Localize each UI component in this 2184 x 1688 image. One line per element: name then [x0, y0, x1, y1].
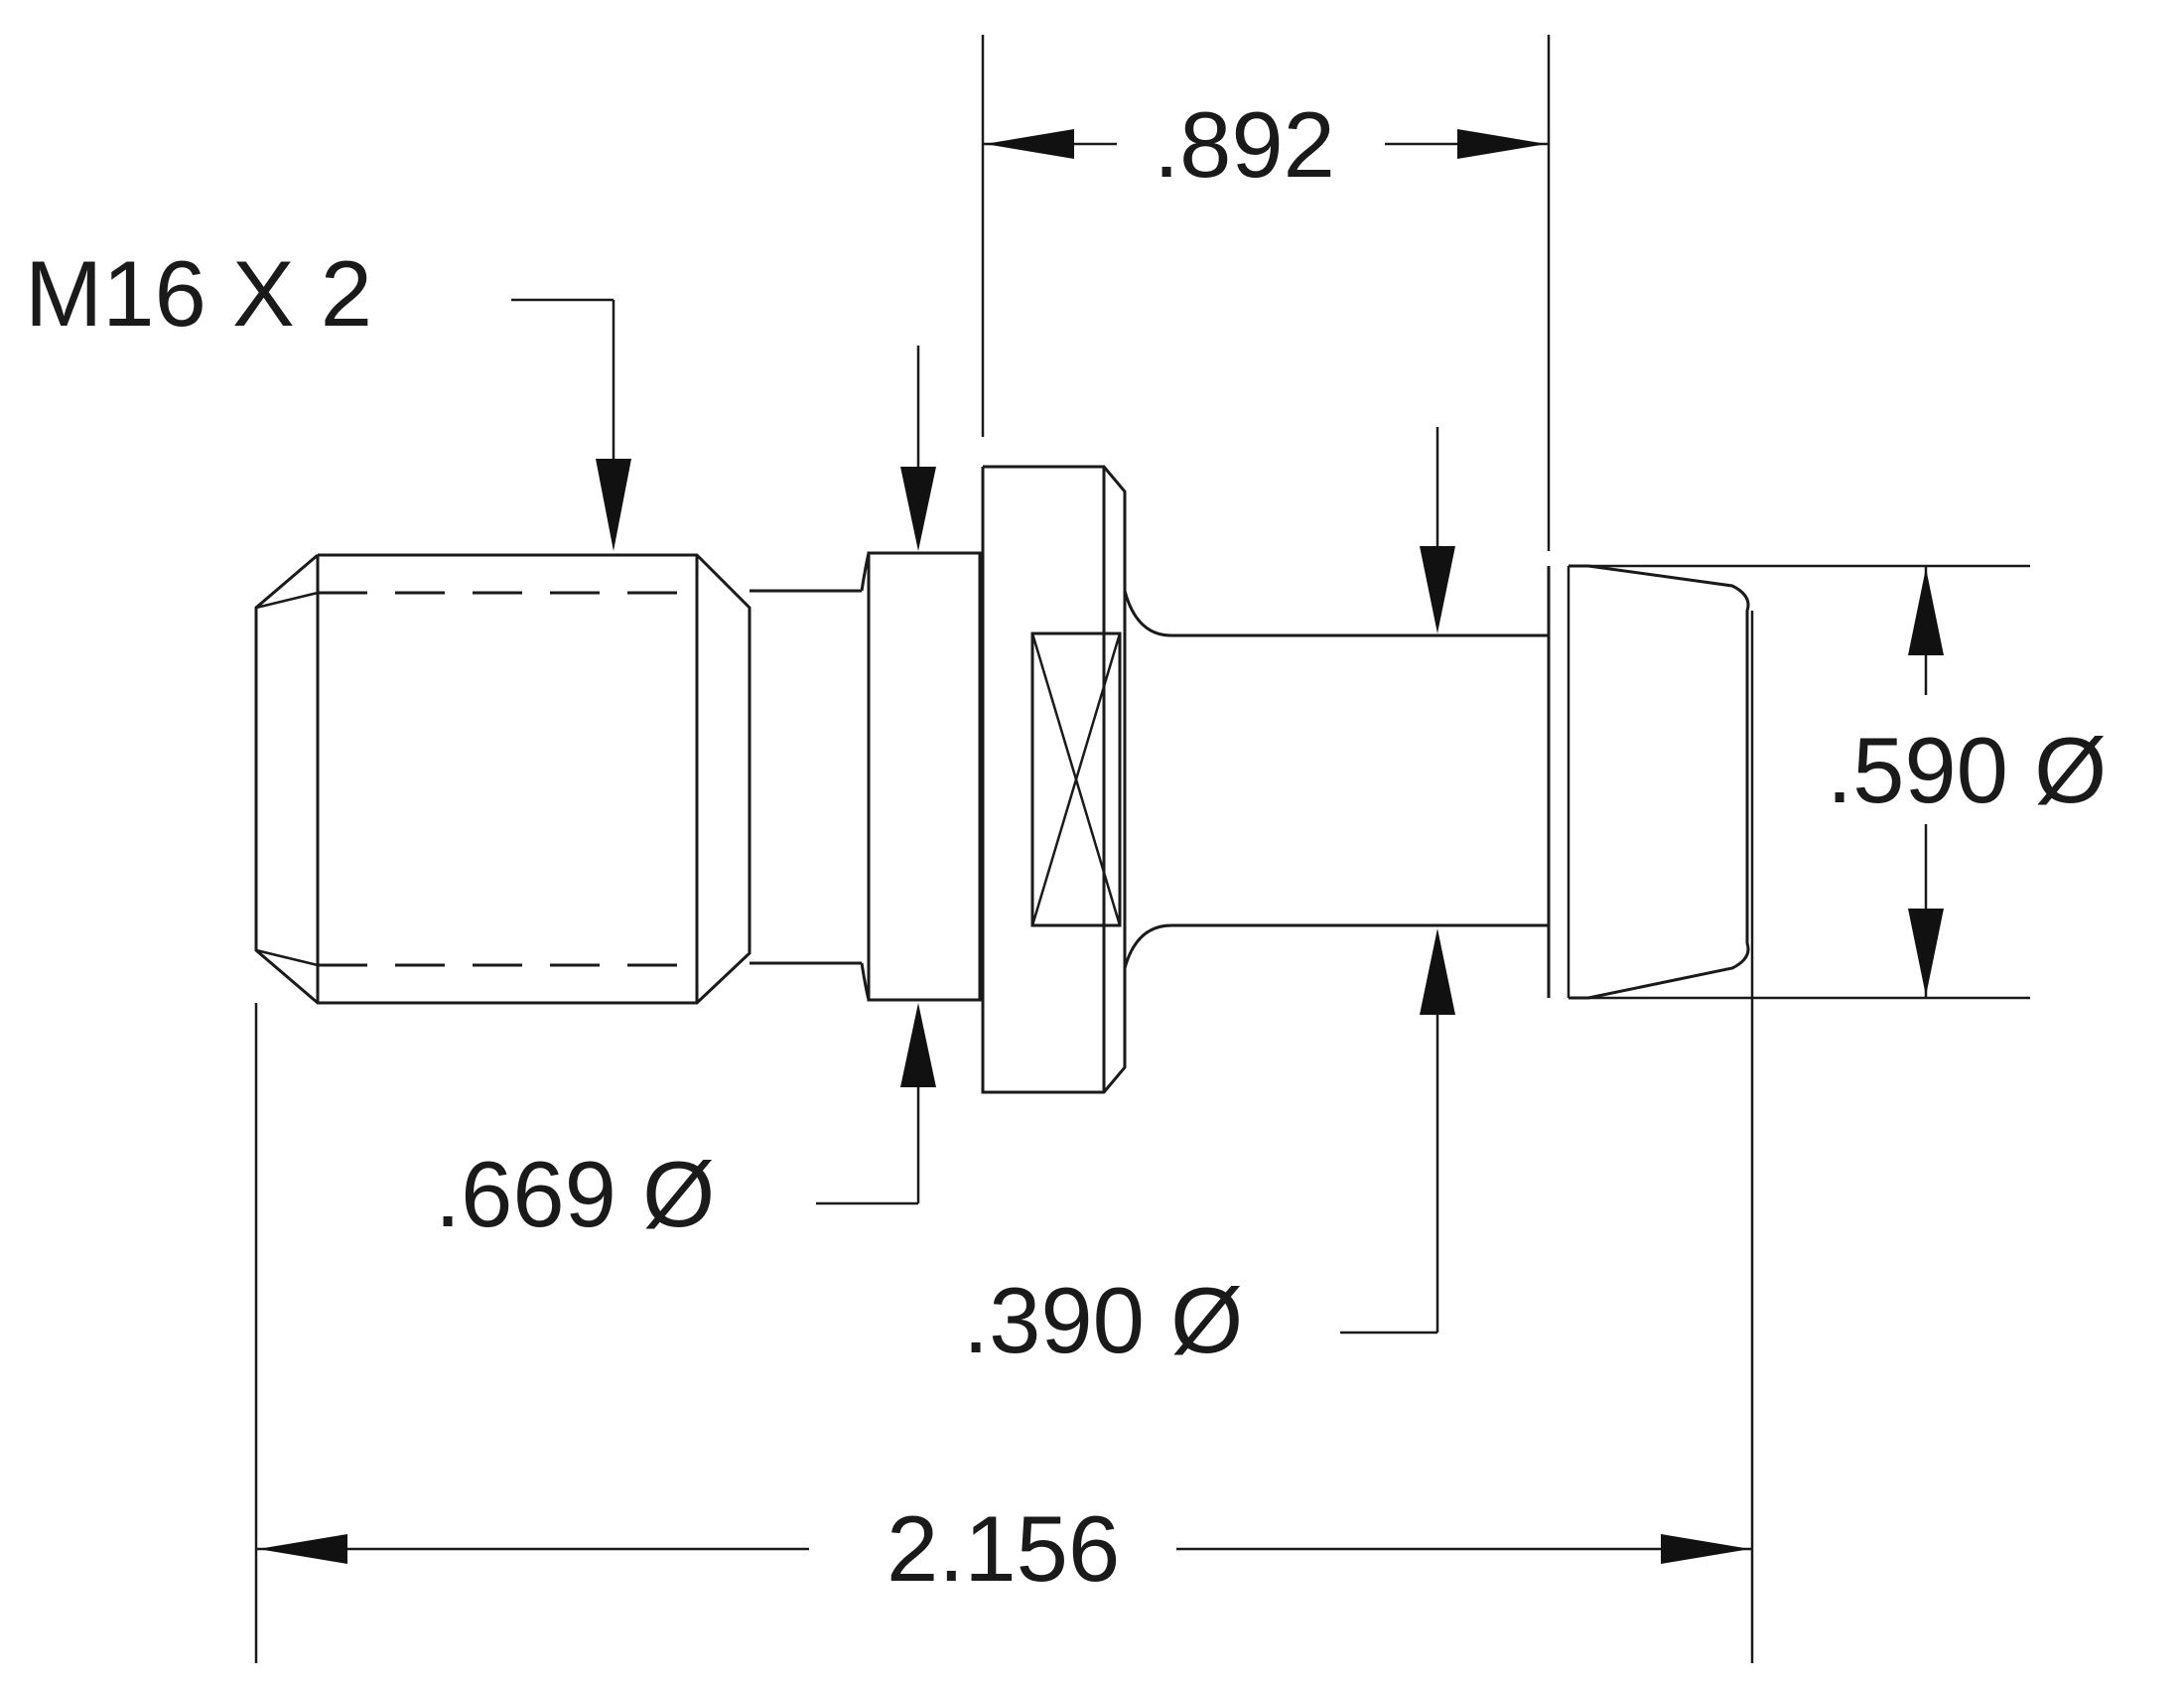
dimension-669: .669 Ø [435, 346, 936, 1246]
dim-892-label: .892 [1154, 92, 1335, 197]
extension-lines [254, 35, 2030, 1663]
wrench-flat [1030, 632, 1122, 927]
collar [867, 551, 982, 1002]
neck [750, 552, 871, 1001]
arrow-left-icon [985, 129, 1074, 159]
part-outline [254, 465, 1750, 1094]
threaded-section [254, 553, 751, 1005]
dim-590-label: .590 Ø [1827, 718, 2107, 822]
dimension-2156: 2.156 [256, 1496, 1752, 1601]
flange [981, 465, 1127, 1094]
dim-669-label: .669 Ø [435, 1142, 715, 1246]
arrow-up-icon [1908, 568, 1944, 655]
arrow-left-icon [258, 1534, 347, 1564]
arrow-down-icon [596, 459, 631, 551]
dim-390-label: .390 Ø [963, 1268, 1243, 1372]
arrow-up-icon [900, 1003, 936, 1087]
arrow-right-icon [1661, 1534, 1750, 1564]
arrow-down-icon [1420, 546, 1455, 633]
dimension-590: .590 Ø [1827, 566, 2107, 998]
arrow-down-icon [1908, 909, 1944, 996]
dimension-892: .892 [983, 92, 1549, 197]
arrow-up-icon [1420, 928, 1455, 1015]
shank [1123, 590, 1551, 969]
head [1547, 564, 1750, 1000]
dim-2156-label: 2.156 [887, 1496, 1120, 1601]
thread-label: M16 X 2 [25, 241, 372, 346]
thread-callout: M16 X 2 [25, 241, 631, 551]
arrow-right-icon [1457, 129, 1547, 159]
arrow-down-icon [900, 467, 936, 551]
dimension-390: .390 Ø [963, 427, 1455, 1372]
